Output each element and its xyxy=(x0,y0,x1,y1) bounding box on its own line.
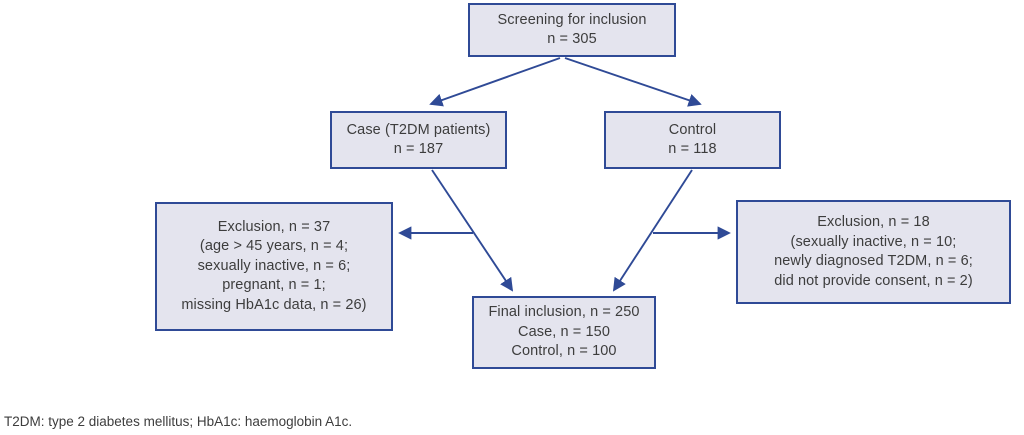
node-exclusion-case: Exclusion, n = 37 (age > 45 years, n = 4… xyxy=(155,202,393,331)
node-final-inclusion-line-2: Case, n = 150 xyxy=(518,323,610,340)
node-exclusion-control-line-4: did not provide consent, n = 2) xyxy=(774,272,973,289)
node-exclusion-case-line-2: (age > 45 years, n = 4; xyxy=(199,238,349,255)
edge-screening-to-control xyxy=(564,57,702,107)
figure-caption-abbreviations: T2DM: type 2 diabetes mellitus; HbA1c: h… xyxy=(4,414,353,429)
node-case-line-1: Case (T2DM patients) xyxy=(346,121,491,138)
node-exclusion-case-line-5: missing HbA1c data, n = 26) xyxy=(181,296,367,313)
node-case-line-2: n = 187 xyxy=(393,141,444,157)
node-exclusion-control-line-3: newly diagnosed T2DM, n = 6; xyxy=(774,253,973,269)
edge-screening-to-case xyxy=(429,57,561,107)
node-exclusion-case-line-4: pregnant, n = 1; xyxy=(222,277,326,294)
node-screening-for-inclusion: Screening for inclusion n = 305 xyxy=(468,3,676,57)
node-case-group: Case (T2DM patients) n = 187 xyxy=(330,111,507,169)
node-exclusion-case-line-3: sexually inactive, n = 6; xyxy=(197,257,351,274)
edge-control-to-final xyxy=(612,169,693,292)
edge-case-to-final xyxy=(431,169,514,292)
node-screening-line-1: Screening for inclusion xyxy=(497,11,647,28)
node-exclusion-case-line-1: Exclusion, n = 37 xyxy=(217,218,331,235)
node-control-line-2: n = 118 xyxy=(668,141,717,157)
node-final-inclusion: Final inclusion, n = 250 Case, n = 150 C… xyxy=(472,296,656,369)
node-final-inclusion-line-1: Final inclusion, n = 250 xyxy=(488,304,640,321)
node-final-inclusion-line-3: Control, n = 100 xyxy=(511,343,617,360)
node-exclusion-control: Exclusion, n = 18 (sexually inactive, n … xyxy=(736,200,1011,304)
node-control-line-1: Control xyxy=(668,121,717,138)
node-screening-line-2: n = 305 xyxy=(547,31,597,47)
node-exclusion-control-line-2: (sexually inactive, n = 10; xyxy=(790,233,957,250)
node-exclusion-control-line-1: Exclusion, n = 18 xyxy=(817,214,930,230)
node-control-group: Control n = 118 xyxy=(604,111,781,169)
